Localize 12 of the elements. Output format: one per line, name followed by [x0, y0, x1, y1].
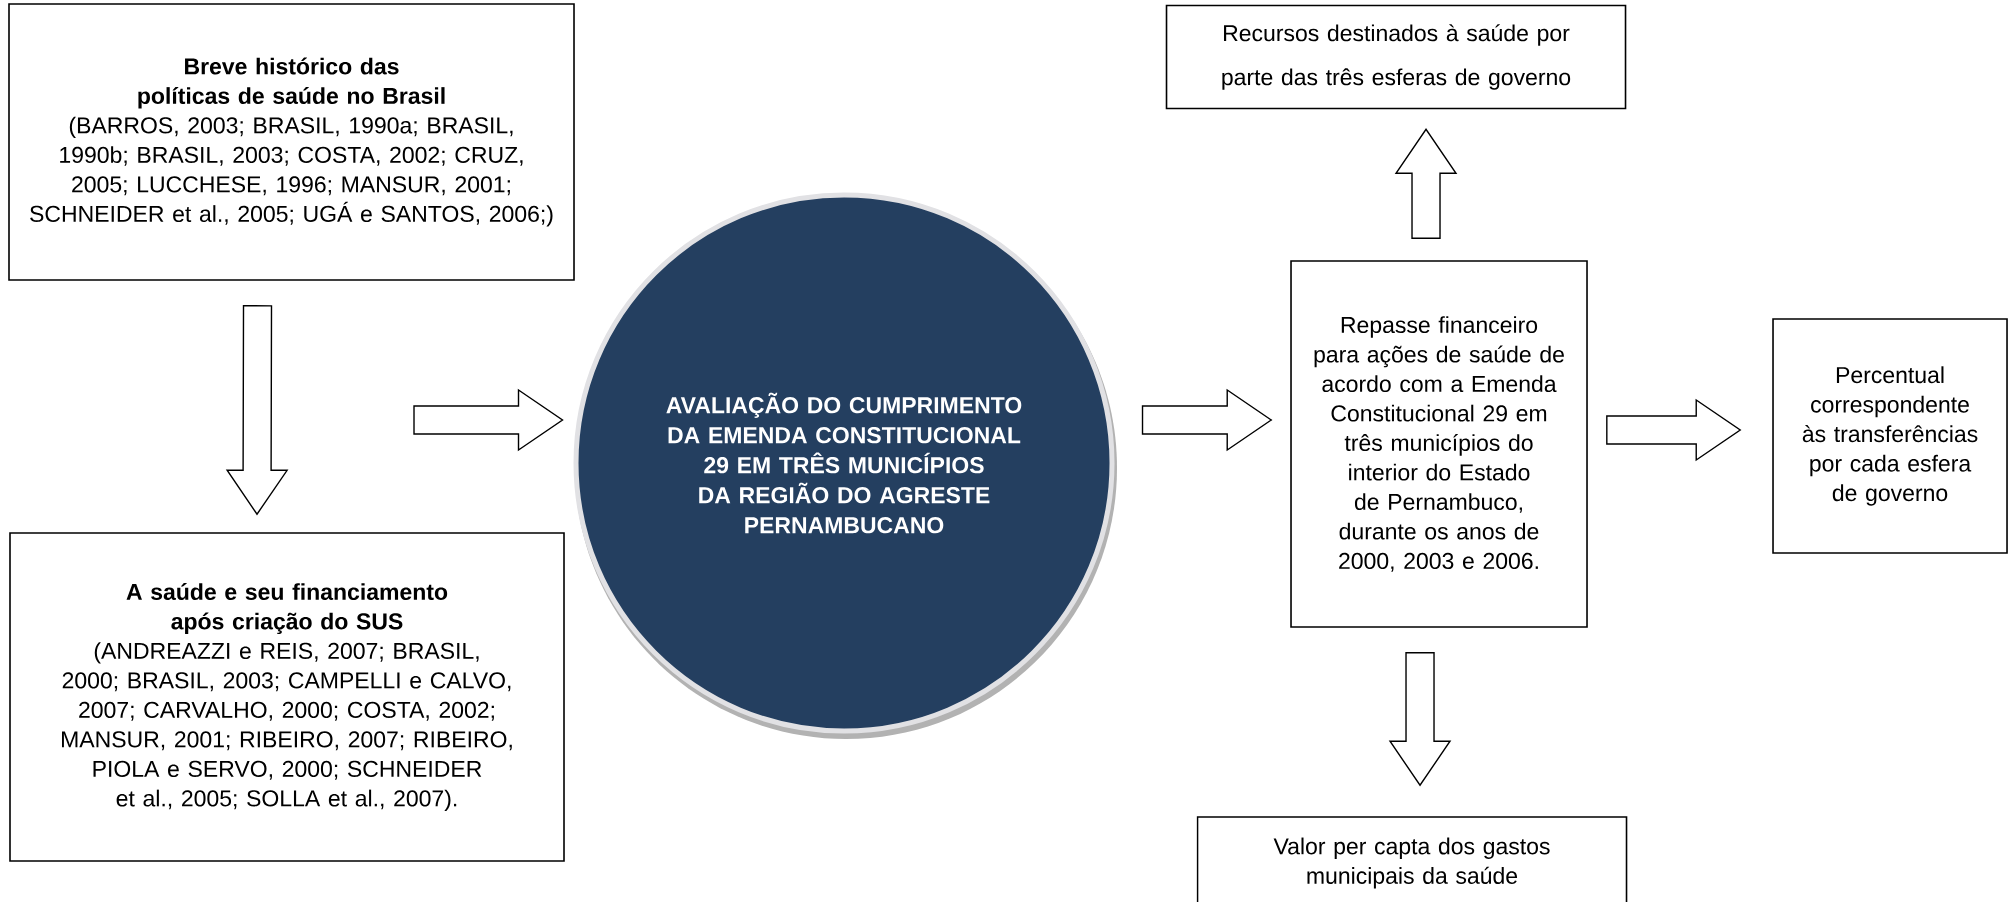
block-arrow — [1141, 388, 1273, 452]
text-box: Repasse financeiro para ações de saúde de acordo com a Emenda Constitucional 29 em três municípios do interior do Estado de Pernambuco, durante os anos de 2000, 2003 e 2006. — [1290, 260, 1588, 628]
text-box: Breve histórico das políticas de saúde no Brasil (BARROS, 2003; BRASIL, 1990a; BRASIL, 1990b; BRASIL, 2003; COSTA, 2002; CRUZ, 2005; LUCCHESE, 1996; MANSUR, 2001; SCHNEIDER et al., 2005; UGÁ e SANTOS, 2006;) — [8, 3, 575, 281]
block-arrow — [1394, 128, 1458, 239]
text-box: A saúde e seu financiamento após criação do SUS (ANDREAZZI e REIS, 2007; BRASIL, 2000; BRASIL, 2003; CAMPELLI e CALVO, 2007; CARVALHO, 2000; COSTA, 2002; MANSUR, 2001; RIBEIRO, 2007; RIBEIRO, PIOLA e SERVO, 2000; SCHNEIDER et al., 2005; SOLLA et al., 2007). — [9, 532, 565, 862]
text-box: Percentual correspondente às transferências por cada esfera de governo — [1772, 318, 2008, 554]
text-box: Recursos destinados à saúde por parte das três esferas de governo — [1165, 4, 1627, 110]
text-box: Valor per capta dos gastos municipais da saúde — [1196, 816, 1628, 902]
block-arrow — [225, 305, 289, 516]
block-arrow — [1388, 652, 1452, 787]
block-arrow — [413, 388, 564, 452]
block-arrow — [1606, 398, 1742, 462]
